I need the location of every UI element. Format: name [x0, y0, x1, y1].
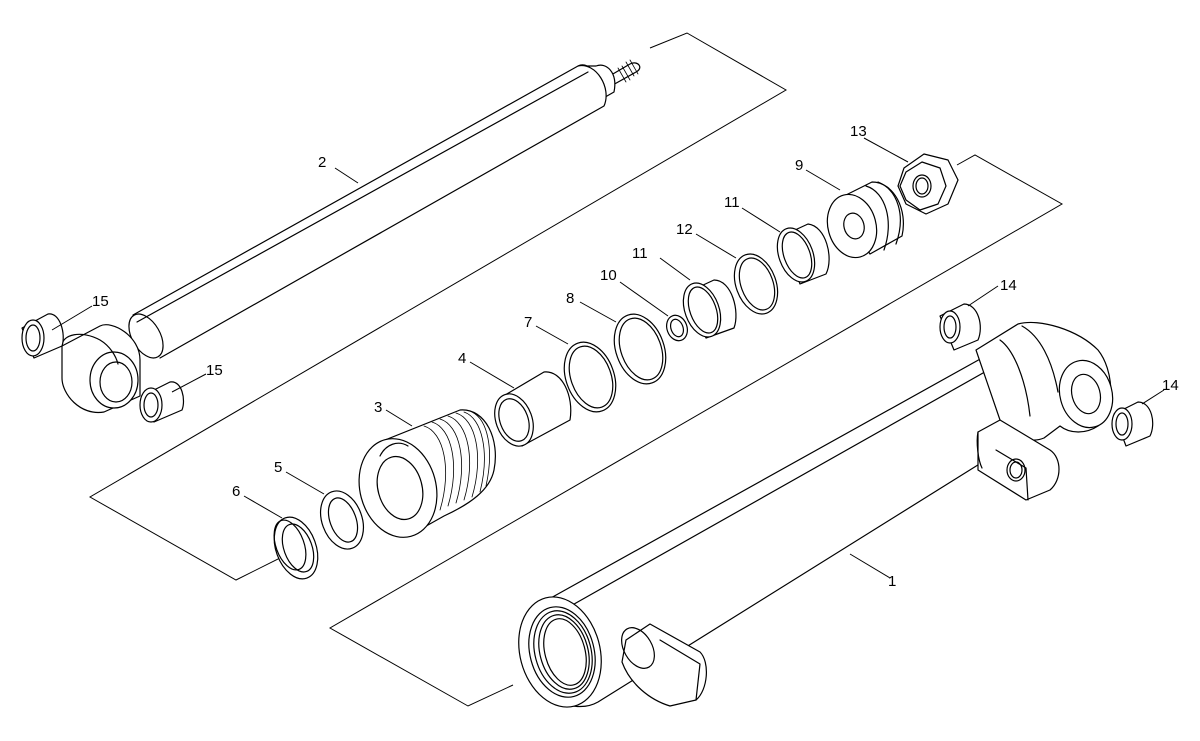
callout-11b: 11 — [724, 194, 740, 211]
callout-14b: 14 — [1162, 377, 1179, 394]
leader-4 — [469, 361, 515, 389]
barrel-1 — [518, 321, 1114, 708]
callout-3: 3 — [374, 399, 382, 416]
wear-ring-11-lower — [682, 279, 737, 339]
leader-15b — [171, 373, 207, 393]
leader-14a — [967, 285, 999, 307]
leader-7 — [535, 325, 569, 345]
leader-1 — [849, 553, 891, 579]
bearing-15-left — [21, 313, 64, 359]
leader-3 — [385, 409, 413, 427]
o-ring-10 — [666, 314, 688, 342]
leader-2 — [334, 167, 359, 184]
callout-9: 9 — [795, 157, 803, 174]
callout-7: 7 — [524, 314, 532, 331]
leader-11b — [741, 207, 781, 233]
nut-13 — [897, 153, 959, 215]
leader-lines — [51, 137, 1165, 579]
callout-15b: 15 — [206, 362, 223, 379]
callout-10: 10 — [600, 267, 617, 284]
gland-3 — [358, 409, 496, 538]
leader-11a — [659, 257, 691, 281]
wiper-6 — [273, 516, 319, 580]
callout-labels: 1 2 3 4 5 6 7 8 9 10 11 11 12 13 14 14 1… — [92, 123, 1179, 590]
callout-15a: 15 — [92, 293, 109, 310]
leader-12 — [695, 233, 737, 259]
callout-1: 1 — [888, 573, 896, 590]
backup-ring-8 — [613, 313, 667, 385]
rod-assembly-bracket — [88, 32, 787, 581]
seal-5 — [319, 490, 365, 550]
callout-14a: 14 — [1000, 277, 1017, 294]
piston-assembly-bracket — [328, 154, 1064, 707]
bushing-4 — [494, 371, 572, 447]
o-ring-7 — [563, 341, 617, 413]
leader-5 — [285, 471, 325, 495]
callout-12: 12 — [676, 221, 693, 238]
callout-13: 13 — [850, 123, 867, 140]
bearing-14-right — [1111, 401, 1154, 447]
callout-6: 6 — [232, 483, 240, 500]
leader-6 — [243, 495, 283, 519]
callout-11a: 11 — [632, 245, 648, 262]
callout-5: 5 — [274, 459, 282, 476]
leader-14b — [1141, 389, 1165, 405]
leader-10 — [619, 281, 669, 317]
piston-rod — [61, 59, 641, 414]
leader-15a — [51, 305, 93, 331]
bearing-15-right — [139, 381, 185, 423]
piston-seal-12 — [733, 253, 779, 315]
callout-8: 8 — [566, 290, 574, 307]
bearing-14-top — [939, 303, 981, 351]
callout-2: 2 — [318, 154, 326, 171]
wear-ring-11-upper — [776, 223, 830, 285]
leader-13 — [863, 137, 909, 163]
callout-4: 4 — [458, 350, 466, 367]
leader-8 — [579, 301, 617, 323]
piston-9 — [826, 181, 904, 259]
leader-9 — [805, 169, 841, 191]
